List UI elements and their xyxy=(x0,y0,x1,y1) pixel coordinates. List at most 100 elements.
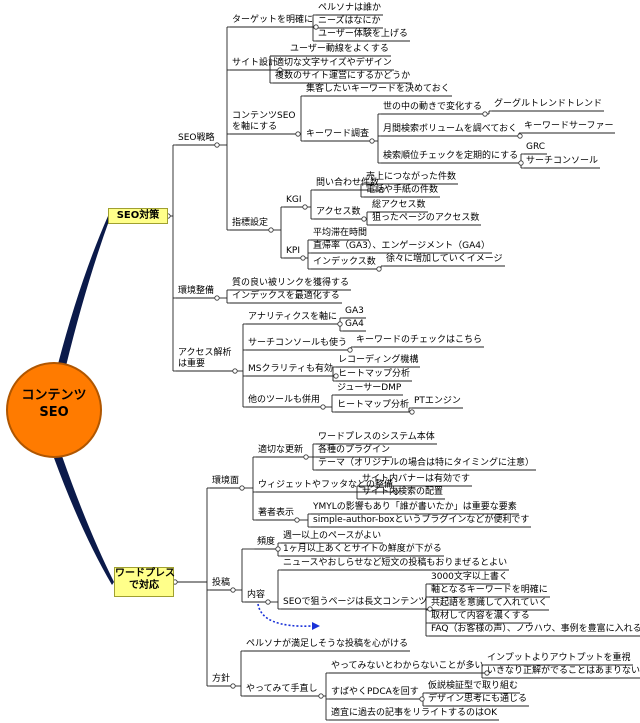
node-wp-env: 環境面 xyxy=(212,476,240,486)
node-recording: レコーディング機構 xyxy=(338,355,419,365)
node-trend: 世の中の動きで変化する xyxy=(383,102,483,112)
node-google-trend: グーグルトレンドトレンド xyxy=(494,99,603,109)
node-env-setup: 環境整備 xyxy=(178,286,215,296)
node-connector-dot xyxy=(320,404,326,410)
arrow-head-icon xyxy=(312,622,320,630)
node-content-seo: コンテンツSEO を軸にする xyxy=(232,111,296,132)
node-other-tools: 他のツールも併用 xyxy=(248,395,321,405)
node-author-1: YMYLの影響もあり「誰が書いたか」は重要な要素 xyxy=(313,502,517,512)
node-target-1: ペルソナは誰か xyxy=(318,3,382,13)
node-volume: 月間検索ボリュームを調べておく xyxy=(383,124,518,134)
node-target-3: ユーザー体験を上げる xyxy=(318,29,408,39)
node-connector-dot xyxy=(517,133,523,139)
node-juicer-dmp: ジューサーDMP xyxy=(337,383,402,393)
node-connector-dot xyxy=(303,454,309,460)
node-long-2: 軸となるキーワードを明確に xyxy=(431,585,548,595)
root-node xyxy=(6,362,102,458)
node-site-2: 適切な文字サイズやデザイン xyxy=(275,58,392,68)
node-connector-dot xyxy=(318,693,324,699)
node-pdca-1: 仮説検証型で取り組む xyxy=(428,681,519,691)
root-connector-wordpress xyxy=(54,456,114,585)
node-bounce: 直帰率（GA3）、エンゲージメント（GA4） xyxy=(313,241,491,251)
node-connector-dot xyxy=(347,347,353,353)
node-frequency: 頻度 xyxy=(257,537,276,547)
node-widget-2: サイト内検索の配置 xyxy=(362,487,444,497)
root-connector-seo xyxy=(58,216,110,366)
node-sales: 売上につながった件数 xyxy=(366,172,457,182)
node-connector-dot xyxy=(275,546,281,552)
node-grc: GRC xyxy=(526,142,546,152)
node-update: 適切な更新 xyxy=(258,445,304,455)
node-post: 投稿 xyxy=(212,578,231,588)
root-label: コンテンツ SEO xyxy=(21,388,87,420)
branch-wordpress: ワードプレス で対応 xyxy=(114,567,175,597)
node-widget-1: サイト内バナーは有効です xyxy=(362,474,471,484)
node-seo-strategy: SEO戦略 xyxy=(178,133,215,143)
node-short-news: ニュースやおしらせなど短文の投稿もおりまぜるとよい xyxy=(283,558,508,568)
node-freq-2: 1ヶ月以上あくとサイトの鮮度が下がる xyxy=(283,544,442,554)
node-site-1: ユーザー動線をよくする xyxy=(290,44,389,54)
node-connector-dot xyxy=(232,368,238,374)
node-connector-dot xyxy=(482,111,488,117)
node-content: 内容 xyxy=(247,590,266,600)
node-ms-clarity: MSクラリティも有効 xyxy=(248,364,333,374)
node-pdca-2: デザイン思考にも通じる xyxy=(428,694,528,704)
node-connector-dot xyxy=(409,409,415,415)
node-connector-dot xyxy=(277,67,283,73)
node-long-4: 取材して内容を濃くする xyxy=(431,611,530,621)
node-keyword-research: キーワード調査 xyxy=(306,129,370,139)
node-search-console-use: サーチコンソールも使う xyxy=(248,338,348,348)
node-keyword-check: キーワードのチェックはこちら xyxy=(356,335,483,345)
node-connector-dot xyxy=(230,683,236,689)
node-connector-dot xyxy=(239,485,245,491)
node-total-access: 総アクセス数 xyxy=(372,200,426,210)
node-connector-dot xyxy=(393,489,399,495)
node-rank-check: 検索順位チェックを定期的にする xyxy=(383,151,519,161)
node-connector-dot xyxy=(295,131,301,137)
node-site-design: サイト設計 xyxy=(232,58,278,68)
node-update-1: ワードプレスのシステム本体 xyxy=(318,432,435,442)
node-try: やってみないとわからないことが多い xyxy=(331,661,484,671)
node-ga3: GA3 xyxy=(345,306,364,316)
node-index-grow: 徐々に増加していくイメージ xyxy=(386,254,503,264)
node-target-page-access: 狙ったページのアクセス数 xyxy=(372,213,480,223)
dotted-arrow xyxy=(257,603,313,627)
node-persona-post: ペルソナが満足しそうな投稿を心がける xyxy=(246,639,409,649)
node-pt-engine: PTエンジン xyxy=(414,396,461,406)
node-update-2: 各種のプラグイン xyxy=(318,445,391,455)
node-access: アクセス数 xyxy=(316,207,361,217)
node-connector-dot xyxy=(337,321,343,327)
node-connector-dot xyxy=(484,670,490,676)
node-update-3: テーマ（オリジナルの場合は特にタイミングに注意） xyxy=(318,458,535,468)
node-connector-dot xyxy=(419,696,425,702)
node-env-2: インデックスを最適化する xyxy=(232,291,340,301)
node-connector-dot xyxy=(313,24,319,30)
node-connector-dot xyxy=(376,266,382,272)
node-collect-keyword: 集客したいキーワードを決めておく xyxy=(306,84,450,94)
node-long-3: 共起語を意識して入れていく xyxy=(431,598,548,608)
node-ga4: GA4 xyxy=(345,319,364,329)
node-analytics: アナリティクスを軸に xyxy=(248,312,338,322)
node-freq-1: 週一以上のペースがよい xyxy=(283,531,382,541)
node-connector-dot xyxy=(427,606,433,612)
node-author-2: simple-author-boxというプラグインなどが便利です xyxy=(313,515,530,525)
node-pdca: すばやくPDCAを回す xyxy=(331,687,419,697)
node-access-analysis: アクセス解析 は重要 xyxy=(178,348,232,369)
node-connector-dot xyxy=(379,187,385,193)
node-connector-dot xyxy=(333,373,339,379)
node-connector-dot xyxy=(214,142,220,148)
node-connector-dot xyxy=(369,138,375,144)
node-keyword-surfer: キーワードサーファー xyxy=(524,121,614,131)
node-widget: ウィジェットやフッタなどの整備 xyxy=(258,480,394,490)
node-author: 著者表示 xyxy=(258,508,295,518)
node-site-3: 複数のサイト運営にするかどうか xyxy=(275,71,411,81)
node-dwell: 平均滞在時間 xyxy=(313,228,368,238)
node-long-1: 3000文字以上書く xyxy=(431,572,508,582)
node-heatmap-2: ヒートマップ分析 xyxy=(337,400,410,410)
branch-seo: SEO対策 xyxy=(108,208,168,224)
node-connector-dot xyxy=(230,587,236,593)
node-connector-dot xyxy=(214,295,220,301)
node-kpi: KPI xyxy=(286,246,300,256)
node-long-5: FAQ（お客様の声）、ノウハウ、事例を豊富に入れる xyxy=(431,624,640,634)
